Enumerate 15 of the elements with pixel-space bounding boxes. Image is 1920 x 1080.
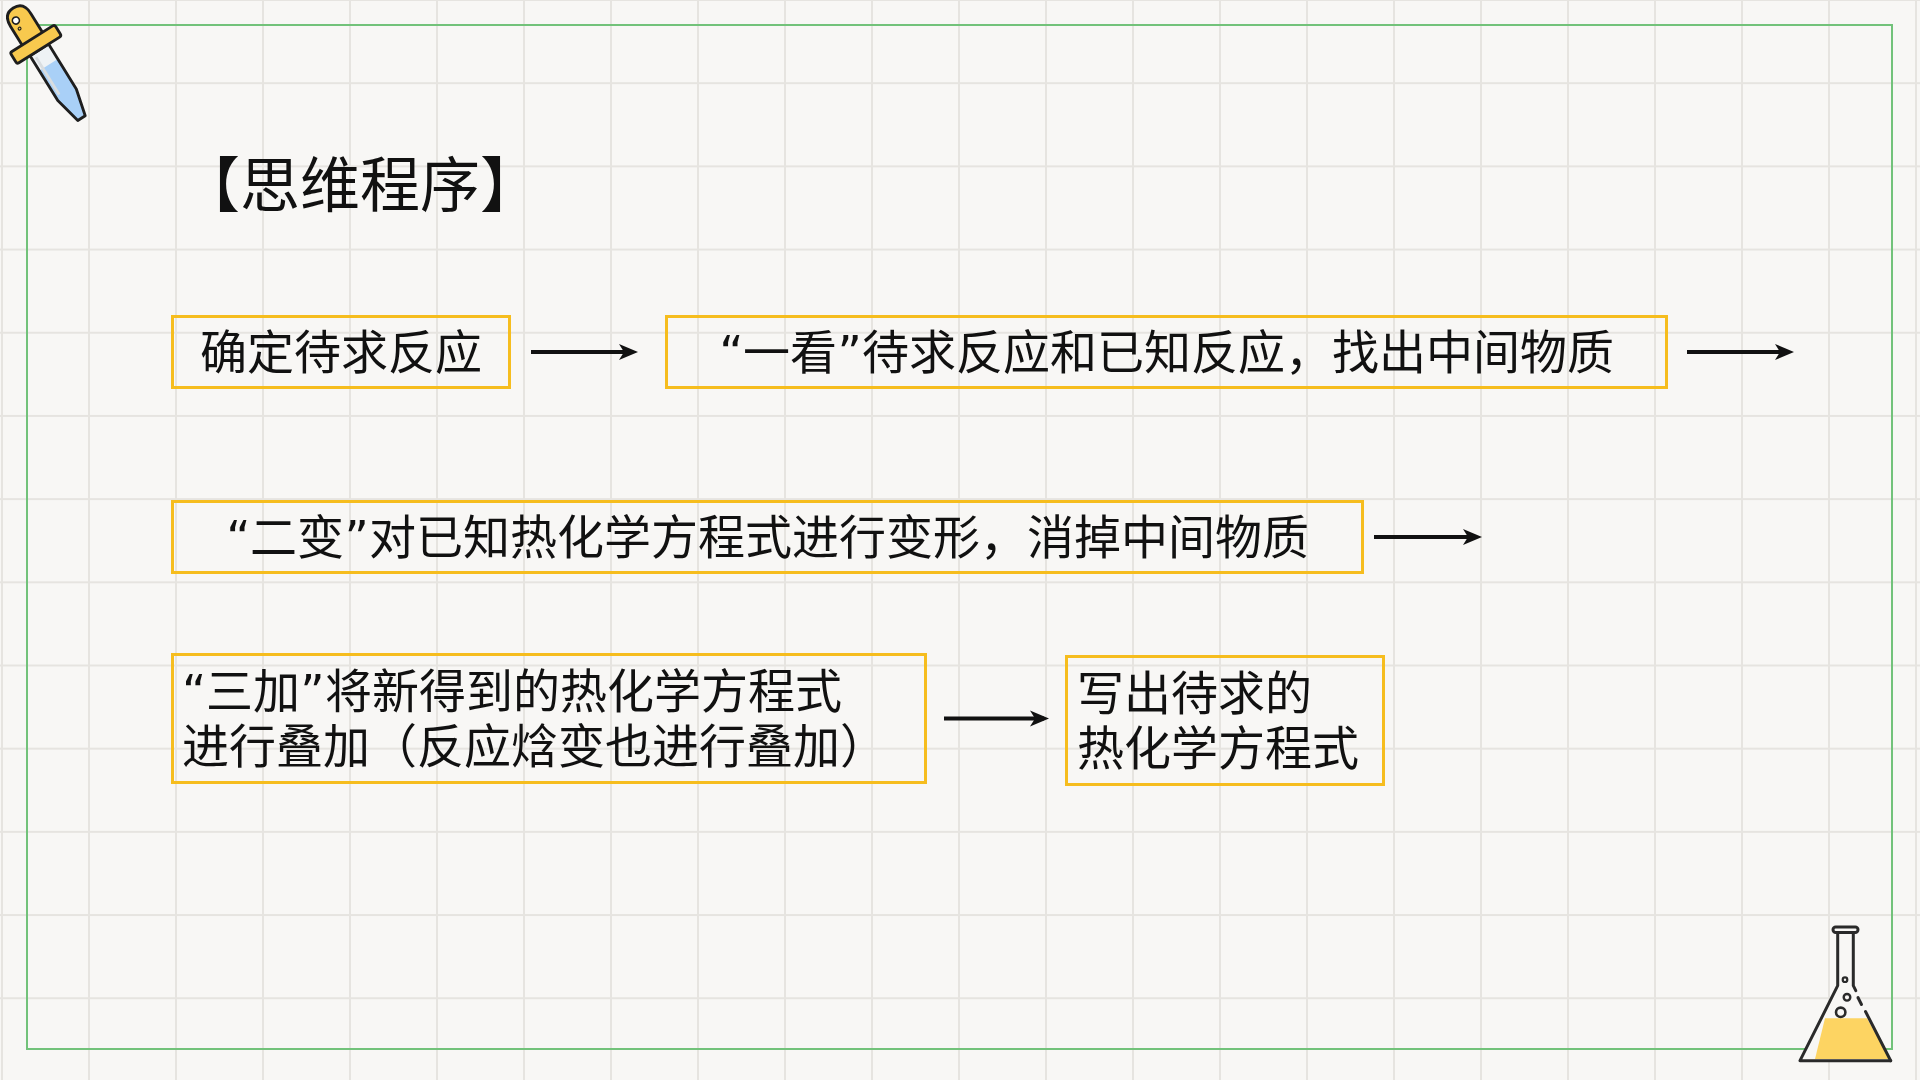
process-box <box>665 315 1668 389</box>
step-text: 确定待求反应 <box>200 324 482 380</box>
arrow <box>531 344 638 360</box>
process-box <box>171 500 1364 574</box>
arrow <box>944 710 1049 727</box>
step-text: 写出待求的热化学方程式 <box>1077 665 1359 776</box>
step-text: “三加”将新得到的热化学方程式进行叠加（反应焓变也进行叠加） <box>182 663 887 774</box>
step-text: “一看”待求反应和已知反应，找出中间物质 <box>719 324 1614 380</box>
process-box <box>1065 655 1385 786</box>
process-box <box>171 315 511 389</box>
arrow <box>1687 344 1794 360</box>
title: 【思维程序】 <box>180 150 540 223</box>
step-text: “二变”对已知热化学方程式进行变形，消掉中间物质 <box>226 509 1309 565</box>
process-box <box>171 653 927 784</box>
arrow <box>1374 529 1482 545</box>
